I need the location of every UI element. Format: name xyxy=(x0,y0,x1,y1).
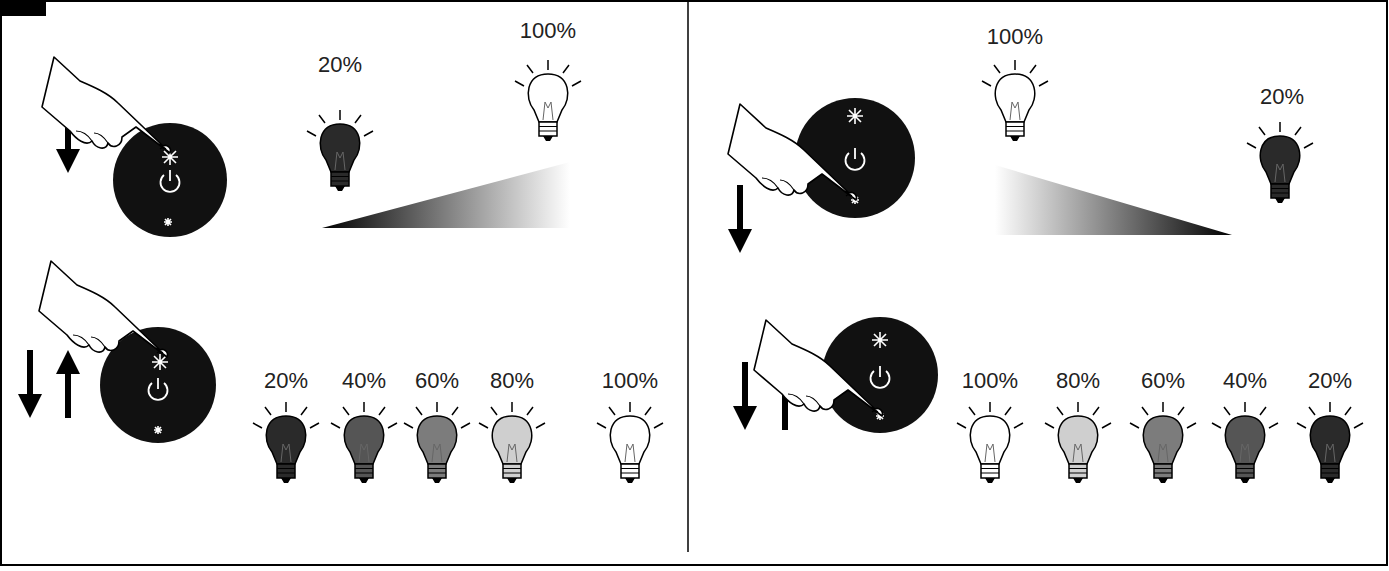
arrow-up xyxy=(56,350,80,418)
percent-label: 40% xyxy=(342,368,386,394)
bulb-100 xyxy=(957,402,1023,483)
bulb-60 xyxy=(1130,402,1196,483)
percent-label: 100% xyxy=(602,368,658,394)
percent-label: 80% xyxy=(490,368,534,394)
percent-label: 40% xyxy=(1223,368,1267,394)
percent-label: 100% xyxy=(962,368,1018,394)
bulb-bright xyxy=(982,60,1048,141)
bulb-40 xyxy=(331,402,397,483)
divider xyxy=(687,2,689,552)
percent-label: 80% xyxy=(1056,368,1100,394)
percent-label: 20% xyxy=(264,368,308,394)
arrow-down xyxy=(733,362,757,430)
power-key xyxy=(846,148,865,170)
bulb-dim xyxy=(307,110,373,191)
percent-label: 20% xyxy=(1308,368,1352,394)
percent-label: 100% xyxy=(987,24,1043,50)
bulb-80 xyxy=(479,402,545,483)
touch-button xyxy=(113,123,227,237)
power-key xyxy=(149,378,168,400)
bulb-bright xyxy=(515,60,581,141)
bulb-20 xyxy=(1297,402,1363,483)
bulb-dim xyxy=(1247,122,1313,203)
arrow-down xyxy=(18,350,42,418)
percent-label: 20% xyxy=(318,52,362,78)
arrow-down xyxy=(728,185,752,253)
brighter-key xyxy=(847,108,863,124)
hand xyxy=(754,320,882,416)
power-key xyxy=(871,366,890,388)
brightness-wedge xyxy=(322,162,570,228)
hand xyxy=(42,57,170,153)
bulb-80 xyxy=(1045,402,1111,483)
corner-tab xyxy=(0,0,46,16)
percent-label: 100% xyxy=(520,18,576,44)
dimmer-key xyxy=(154,426,162,434)
bulb-20 xyxy=(253,402,319,483)
brighter-key xyxy=(872,332,888,348)
bulb-60 xyxy=(404,402,470,483)
percent-label: 60% xyxy=(415,368,459,394)
bulb-40 xyxy=(1212,402,1278,483)
hand xyxy=(728,104,856,200)
brightness-wedge xyxy=(995,165,1232,235)
hand xyxy=(39,261,167,357)
percent-label: 60% xyxy=(1141,368,1185,394)
bulb-100 xyxy=(597,402,663,483)
dimmer-key xyxy=(164,218,172,226)
percent-label: 20% xyxy=(1260,84,1304,110)
power-key xyxy=(161,170,180,192)
